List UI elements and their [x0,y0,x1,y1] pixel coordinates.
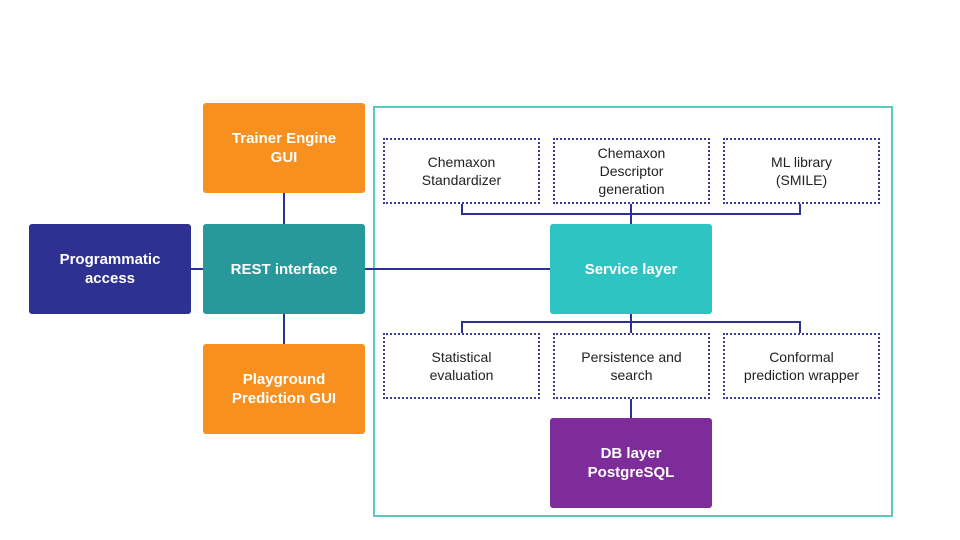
ml-library-label: ML library (SMILE) [771,154,832,188]
db-layer-label: DB layer PostgreSQL [587,445,675,481]
service-layer-label: Service layer [584,260,678,278]
persistence-search-label: Persistence and search [581,349,682,383]
programmatic-access-label: Programmatic access [59,251,161,287]
ml-library-box: ML library (SMILE) [723,138,880,204]
chemaxon-descriptor-label: Chemaxon Descriptor generation [597,145,666,197]
rest-interface-box: REST interface [203,224,365,314]
persistence-search-box: Persistence and search [553,333,710,399]
statistical-evaluation-box: Statistical evaluation [383,333,540,399]
chemaxon-standardizer-box: Chemaxon Standardizer [383,138,540,204]
service-container-frame [373,106,893,517]
conformal-prediction-label: Conformal prediction wrapper [743,349,860,383]
trainer-engine-gui-label: Trainer Engine GUI [231,130,337,166]
conformal-prediction-box: Conformal prediction wrapper [723,333,880,399]
trainer-engine-gui-box: Trainer Engine GUI [203,103,365,193]
db-layer-box: DB layer PostgreSQL [550,418,712,508]
chemaxon-descriptor-box: Chemaxon Descriptor generation [553,138,710,204]
statistical-evaluation-label: Statistical evaluation [429,349,494,383]
playground-prediction-gui-label: Playground Prediction GUI [231,371,337,407]
rest-interface-label: REST interface [230,260,338,278]
chemaxon-standardizer-label: Chemaxon Standardizer [421,154,502,188]
playground-prediction-gui-box: Playground Prediction GUI [203,344,365,434]
programmatic-access-box: Programmatic access [29,224,191,314]
service-layer-box: Service layer [550,224,712,314]
connector-bottom-modules [461,321,801,333]
